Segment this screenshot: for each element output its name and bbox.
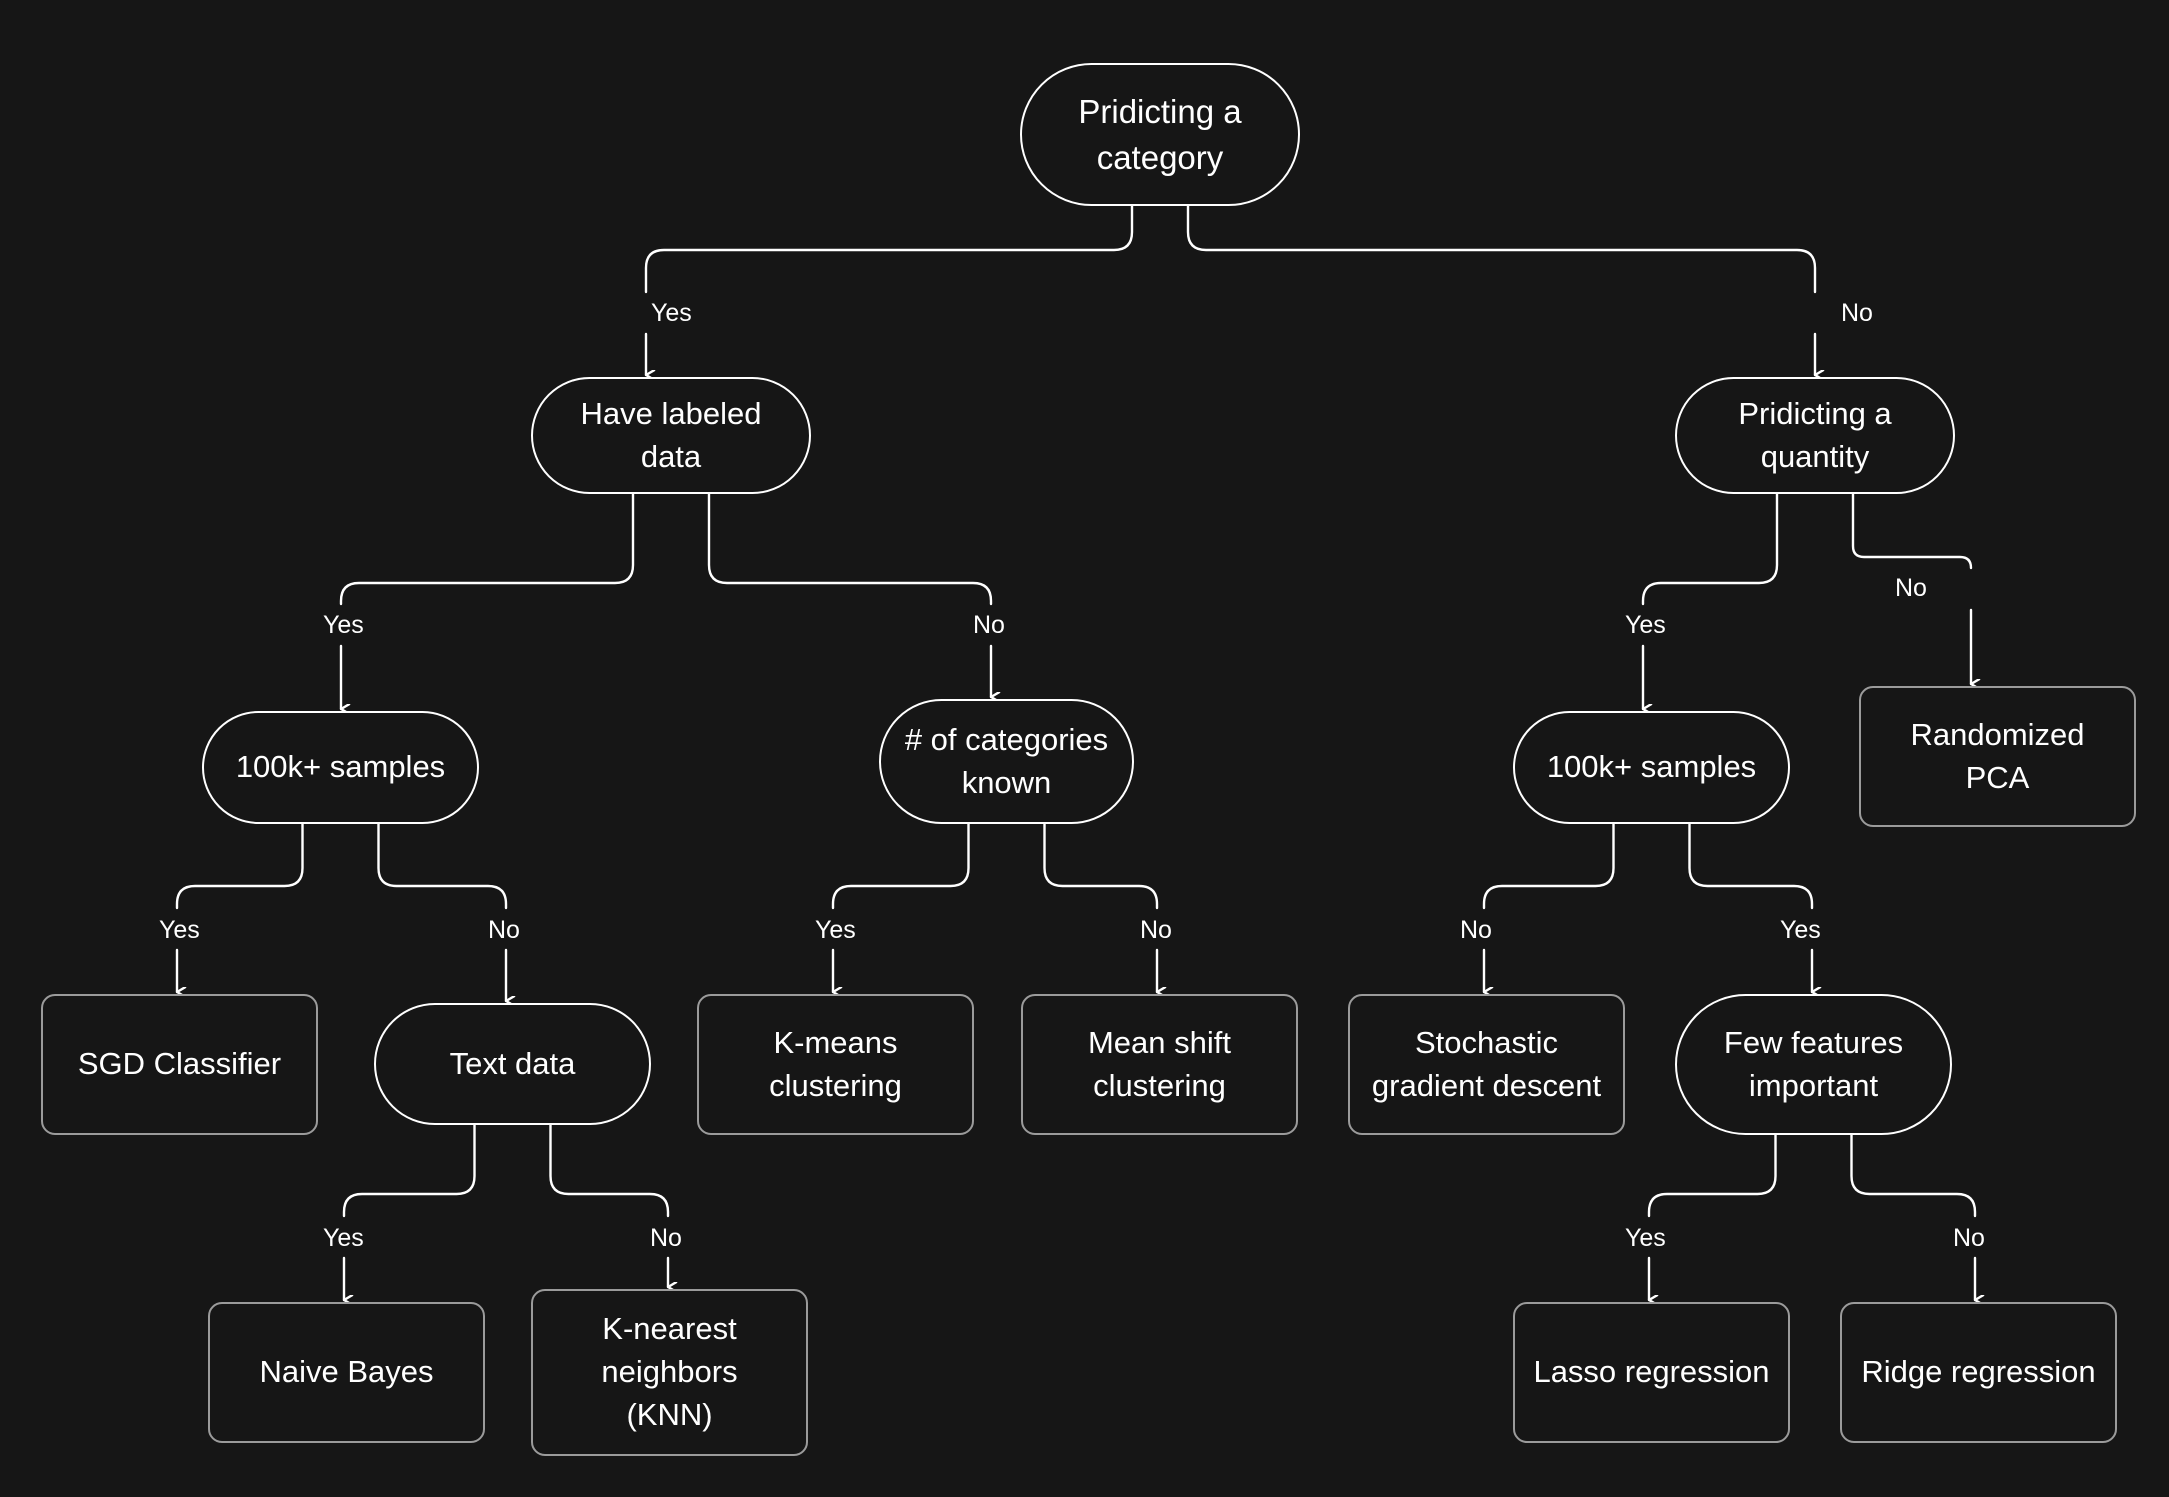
node-labeled[interactable]: Have labeled data bbox=[531, 377, 811, 494]
node-ridge[interactable]: Ridge regression bbox=[1840, 1302, 2117, 1443]
edge-label-labeled-no: No bbox=[968, 612, 1010, 639]
node-label: Naive Bayes bbox=[259, 1354, 434, 1390]
node-samples_l[interactable]: 100k+ samples bbox=[202, 711, 479, 824]
edge-label-samplesl-no: No bbox=[483, 917, 525, 944]
node-label: Pridicting a quantity bbox=[1738, 395, 1892, 474]
node-label: # of categories known bbox=[904, 721, 1109, 800]
edge-label-catknown-no: No bbox=[1135, 917, 1177, 944]
node-label: Pridicting a category bbox=[1078, 92, 1242, 176]
node-label: Few features important bbox=[1723, 1024, 1904, 1103]
edge-label-root-no: No bbox=[1836, 300, 1878, 327]
node-label: Ridge regression bbox=[1861, 1354, 2096, 1390]
node-fewfeat[interactable]: Few features important bbox=[1675, 994, 1952, 1135]
node-meanshift[interactable]: Mean shift clustering bbox=[1021, 994, 1298, 1135]
edge-label-samplesr-yes: Yes bbox=[1775, 917, 1826, 944]
node-label: Mean shift clustering bbox=[1087, 1024, 1231, 1103]
node-catknown[interactable]: # of categories known bbox=[879, 699, 1134, 824]
node-lasso[interactable]: Lasso regression bbox=[1513, 1302, 1790, 1443]
node-naive[interactable]: Naive Bayes bbox=[208, 1302, 485, 1443]
edge-label-quantity-yes: Yes bbox=[1620, 612, 1671, 639]
edge-label-textdata-no: No bbox=[645, 1225, 687, 1252]
edge-label-samplesl-yes: Yes bbox=[154, 917, 205, 944]
node-label: Text data bbox=[449, 1045, 576, 1081]
edge-label-catknown-yes: Yes bbox=[810, 917, 861, 944]
node-label: K-nearest neighbors (KNN) bbox=[601, 1311, 738, 1432]
node-kmeans[interactable]: K-means clustering bbox=[697, 994, 974, 1135]
node-samples_r[interactable]: 100k+ samples bbox=[1513, 711, 1790, 824]
node-sgd[interactable]: SGD Classifier bbox=[41, 994, 318, 1135]
node-label: Stochastic gradient descent bbox=[1371, 1024, 1602, 1103]
node-label: 100k+ samples bbox=[235, 749, 446, 785]
node-root[interactable]: Pridicting a category bbox=[1020, 63, 1300, 206]
edge-label-quantity-no: No bbox=[1890, 575, 1932, 602]
node-textdata[interactable]: Text data bbox=[374, 1003, 651, 1125]
edge-label-samplesr-no: No bbox=[1455, 917, 1497, 944]
edge-label-root-yes: Yes bbox=[646, 300, 697, 327]
node-knn[interactable]: K-nearest neighbors (KNN) bbox=[531, 1289, 808, 1456]
edge-label-fewfeat-no: No bbox=[1948, 1225, 1990, 1252]
node-label: SGD Classifier bbox=[77, 1046, 282, 1082]
node-label: Have labeled data bbox=[580, 395, 762, 474]
node-label: 100k+ samples bbox=[1546, 749, 1757, 785]
node-label: Lasso regression bbox=[1533, 1354, 1770, 1390]
node-quantity[interactable]: Pridicting a quantity bbox=[1675, 377, 1955, 494]
node-rand_pca[interactable]: Randomized PCA bbox=[1859, 686, 2136, 827]
edge-label-textdata-yes: Yes bbox=[318, 1225, 369, 1252]
edge-label-labeled-yes: Yes bbox=[318, 612, 369, 639]
node-label: Randomized PCA bbox=[1910, 716, 2085, 795]
edge-label-fewfeat-yes: Yes bbox=[1620, 1225, 1671, 1252]
node-label: K-means clustering bbox=[769, 1024, 902, 1103]
node-sgdescent[interactable]: Stochastic gradient descent bbox=[1348, 994, 1625, 1135]
